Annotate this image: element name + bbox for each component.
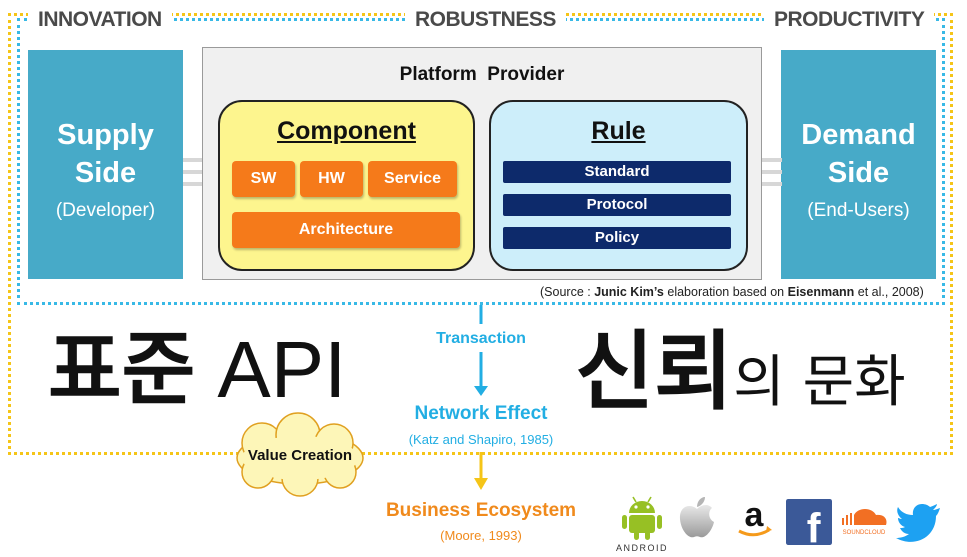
label-innovation: INNOVATION: [28, 8, 172, 32]
business-ecosystem-label: Business Ecosystem: [385, 500, 577, 521]
demand-side-line2: Side: [827, 157, 890, 189]
supply-connector-line: [183, 158, 203, 162]
source-suffix: et al., 2008): [854, 285, 924, 299]
rule-protocol: Protocol: [503, 194, 731, 216]
label-robustness: ROBUSTNESS: [405, 8, 566, 32]
android-caption: ANDROID: [615, 543, 668, 553]
amazon-icon: a: [738, 496, 772, 537]
component-title: Component: [277, 117, 416, 145]
chip-hw: HW: [300, 161, 363, 197]
standard-text: 표준: [48, 323, 196, 416]
supply-connector-line: [183, 182, 203, 186]
facebook-icon: f: [786, 499, 832, 545]
network-effect-label: Network Effect: [414, 403, 548, 424]
arrow-ecosystem-head: [474, 478, 488, 490]
rule-title: Rule: [591, 117, 646, 145]
chip-service: Service: [368, 161, 457, 197]
value-creation-label: Value Creation: [247, 447, 353, 464]
arrow-transaction-head: [474, 386, 488, 396]
supply-side-box: Supply Side (Developer): [28, 50, 183, 279]
cloud-fill: [242, 436, 358, 480]
svg-text:SOUNDCLOUD: SOUNDCLOUD: [843, 530, 886, 536]
supply-side-line1: Supply: [57, 119, 154, 151]
culture-text: 의 문화: [733, 350, 906, 415]
source-ref: Eisenmann: [787, 285, 855, 299]
demand-side-line1: Demand: [801, 119, 916, 151]
demand-connector-line: [762, 170, 782, 174]
rule-policy: Policy: [503, 227, 731, 249]
api-text: API: [195, 325, 347, 414]
source-middle: elaboration based on: [663, 285, 788, 299]
demand-connector-line: [762, 182, 782, 186]
culture-of-trust-heading: 신뢰의 문화: [575, 322, 906, 446]
demand-connector-line: [762, 158, 782, 162]
demand-side-subtitle: (End-Users): [807, 200, 910, 221]
twitter-icon: [896, 504, 940, 542]
svg-text:f: f: [807, 506, 821, 545]
source-prefix: (Source :: [540, 285, 595, 299]
rule-standard: Standard: [503, 161, 731, 183]
soundcloud-icon: SOUNDCLOUD: [842, 509, 887, 536]
chip-architecture: Architecture: [232, 212, 460, 248]
standard-api-heading: 표준 API: [48, 325, 346, 415]
supply-side-subtitle: (Developer): [55, 200, 156, 221]
business-ecosystem-citation: (Moore, 1993): [440, 528, 522, 543]
chip-sw: SW: [232, 161, 295, 197]
label-productivity: PRODUCTIVITY: [764, 8, 935, 32]
android-icon: [622, 496, 662, 540]
network-effect-citation: (Katz and Shapiro, 1985): [408, 432, 554, 447]
source-author: Junic Kim’s: [594, 285, 664, 299]
platform-provider-title: Platform Provider: [399, 64, 565, 85]
svg-text:a: a: [745, 496, 765, 534]
apple-icon: [679, 497, 714, 538]
trust-text: 신뢰: [575, 322, 734, 422]
transaction-label: Transaction: [436, 330, 526, 347]
supply-connector-line: [183, 170, 203, 174]
demand-side-box: Demand Side (End-Users): [781, 50, 936, 279]
supply-side-line2: Side: [74, 157, 137, 189]
source-citation: (Source : Junic Kim’s elaboration based …: [540, 285, 924, 299]
